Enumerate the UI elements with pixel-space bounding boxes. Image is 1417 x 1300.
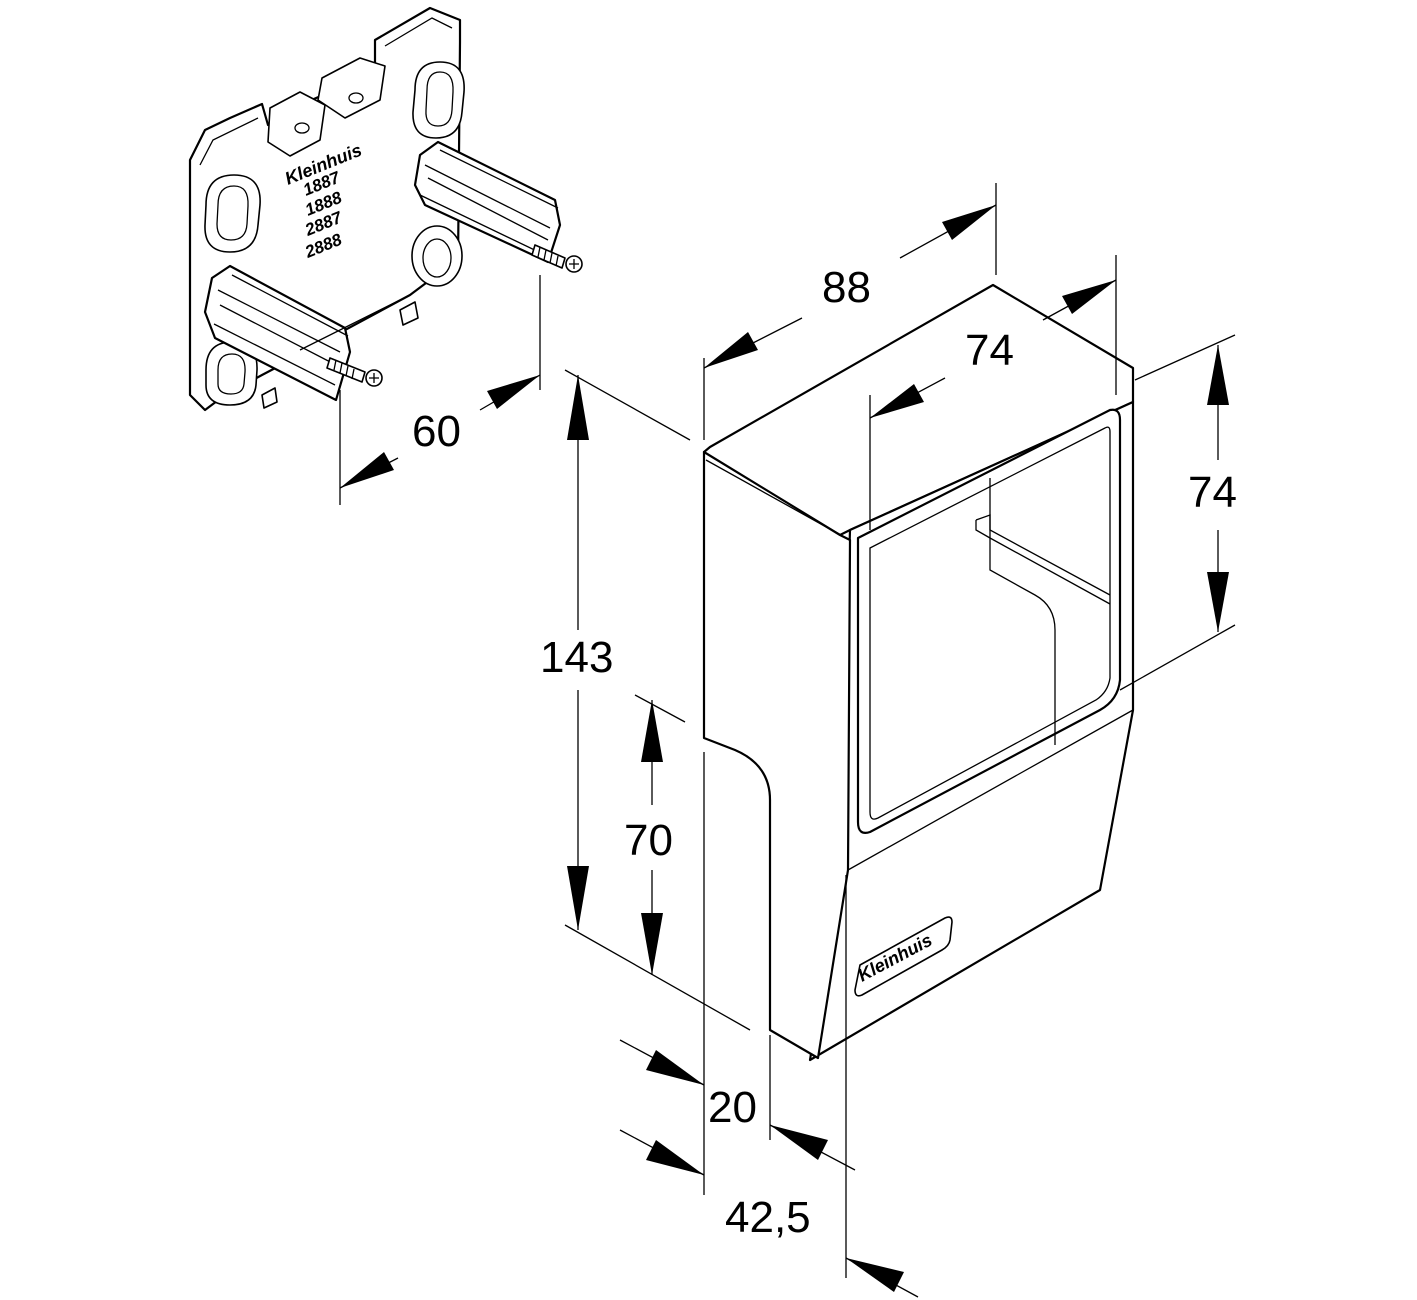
round-hole [411, 225, 463, 287]
mounting-rail [203, 264, 352, 402]
screw [326, 357, 383, 387]
cover-box: Kleinhuis [702, 283, 1135, 1062]
screw [531, 244, 583, 273]
dimension-label-width: 88 [822, 263, 871, 312]
dimension-label-total-height: 143 [540, 633, 613, 682]
oval-slot [205, 341, 258, 406]
dimension-lines [339, 183, 1236, 1298]
oval-slot [204, 174, 261, 253]
mounting-plate: Kleinhuis 1887 1888 2887 2888 [188, 6, 583, 412]
dimension-label-opening-height: 74 [1188, 468, 1237, 517]
dimension-label-depth: 74 [965, 326, 1014, 375]
oval-slot [412, 61, 465, 139]
dimension-label-plate: 60 [412, 407, 461, 456]
dimension-label-lower-height: 70 [624, 816, 673, 865]
dimension-label-depth-bottom: 42,5 [725, 1193, 811, 1242]
dimension-label-offset: 20 [708, 1083, 757, 1132]
mounting-rail [413, 140, 562, 264]
